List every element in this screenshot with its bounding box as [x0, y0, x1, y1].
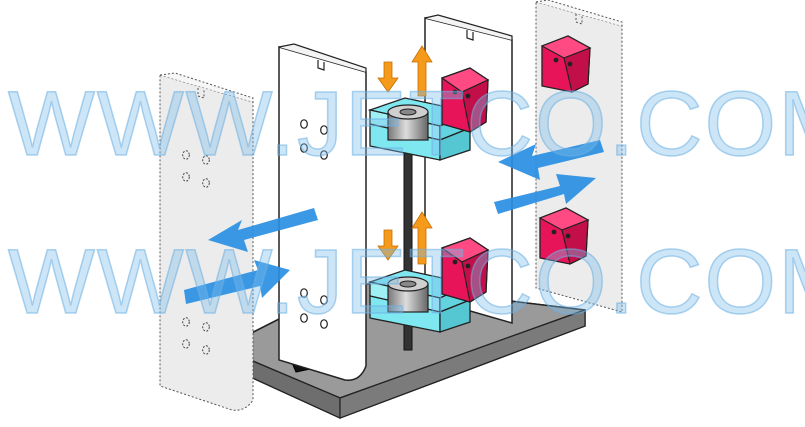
- bracket-upper-attached: [440, 67, 490, 133]
- front-white-panel: [278, 43, 367, 381]
- blue-double-arrow-icon: [184, 140, 604, 304]
- left-ghost-panel: [159, 72, 254, 411]
- bracket-lower-attached: [440, 237, 490, 303]
- orange-updown-arrow-icon: [377, 45, 433, 265]
- bracket-lower-detached: [538, 207, 590, 265]
- bracket-upper-detached: [540, 35, 592, 93]
